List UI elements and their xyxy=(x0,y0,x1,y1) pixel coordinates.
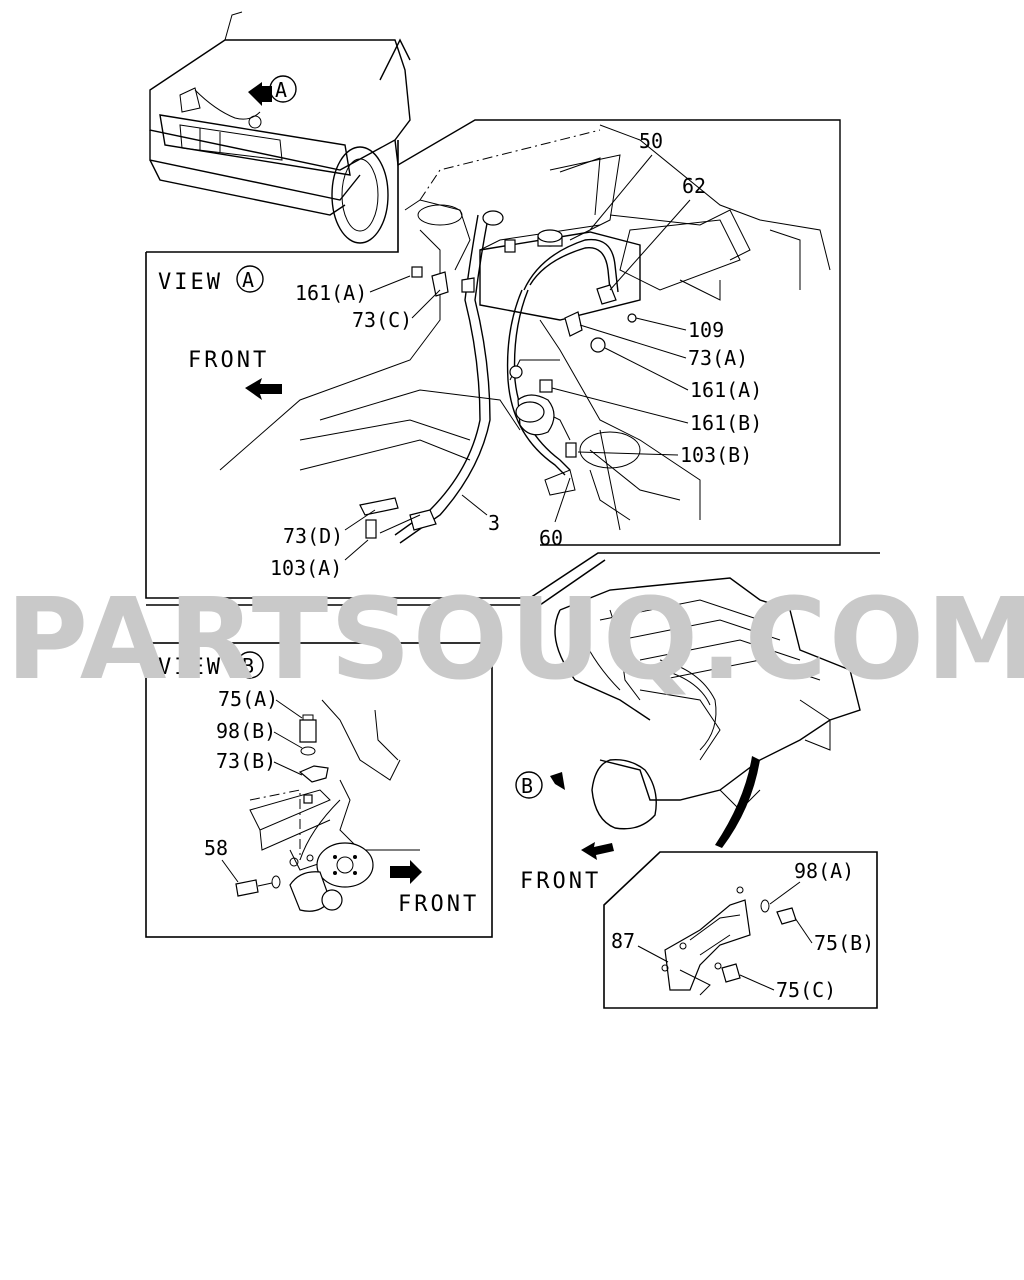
view-b-title-marker: B xyxy=(242,654,254,678)
callout-161a-left: 161(A) xyxy=(295,281,367,305)
callout-103b: 103(B) xyxy=(680,443,752,467)
front-arrow-icon xyxy=(245,378,282,400)
callout-75b: 75(B) xyxy=(814,931,874,955)
view-b-panel: VIEW B FRONT xyxy=(145,642,493,938)
callout-73a: 73(A) xyxy=(688,346,748,370)
view-a-panel: VIEW A FRONT xyxy=(145,140,880,606)
callout-58: 58 xyxy=(204,836,228,860)
callout-75a: 75(A) xyxy=(218,687,278,711)
callout-103a: 103(A) xyxy=(270,556,342,580)
view-a-marker-circle xyxy=(269,75,297,103)
engine-leader-arrow xyxy=(715,756,760,848)
watermark: PARTSOUQ.COM xyxy=(6,575,1024,705)
callout-62: 62 xyxy=(682,174,706,198)
view-b-pointer-icon xyxy=(550,772,565,790)
callout-3: 3 xyxy=(488,511,500,535)
engine-callouts: 98(A) 75(B) 87 75(C) xyxy=(611,859,874,1002)
view-a-callouts: 50 62 109 73(A) 161(A) 161(B) 103(B) 161… xyxy=(270,129,762,580)
view-b-front-arrow-icon xyxy=(390,860,422,884)
view-b-front-label: FRONT xyxy=(398,892,479,917)
callout-73b: 73(B) xyxy=(216,749,276,773)
view-a-title-marker: A xyxy=(242,268,254,292)
engine-front-arrow-icon xyxy=(581,842,614,860)
callout-87: 87 xyxy=(611,929,635,953)
callout-73d: 73(D) xyxy=(283,524,343,548)
callout-161b: 161(B) xyxy=(690,411,762,435)
callout-75c: 75(C) xyxy=(776,978,836,1002)
view-b-title: VIEW xyxy=(158,655,223,680)
engine-illustration: B FRONT xyxy=(515,577,861,894)
view-a-front-label: FRONT xyxy=(188,348,269,373)
view-b-callouts: 75(A) 98(B) 73(B) 58 xyxy=(204,687,303,883)
view-a-title: VIEW xyxy=(158,270,223,295)
callout-73c: 73(C) xyxy=(352,308,412,332)
callout-50: 50 xyxy=(639,129,663,153)
callout-98b: 98(B) xyxy=(216,719,276,743)
callout-109: 109 xyxy=(688,318,724,342)
view-a-marker: A xyxy=(275,78,287,102)
callout-60: 60 xyxy=(539,526,563,550)
callout-161a-right: 161(A) xyxy=(690,378,762,402)
callout-98a: 98(A) xyxy=(794,859,854,883)
engine-front-label: FRONT xyxy=(520,869,601,894)
engine-view-b-marker: B xyxy=(521,774,533,798)
battery-cable-assembly xyxy=(219,124,831,544)
